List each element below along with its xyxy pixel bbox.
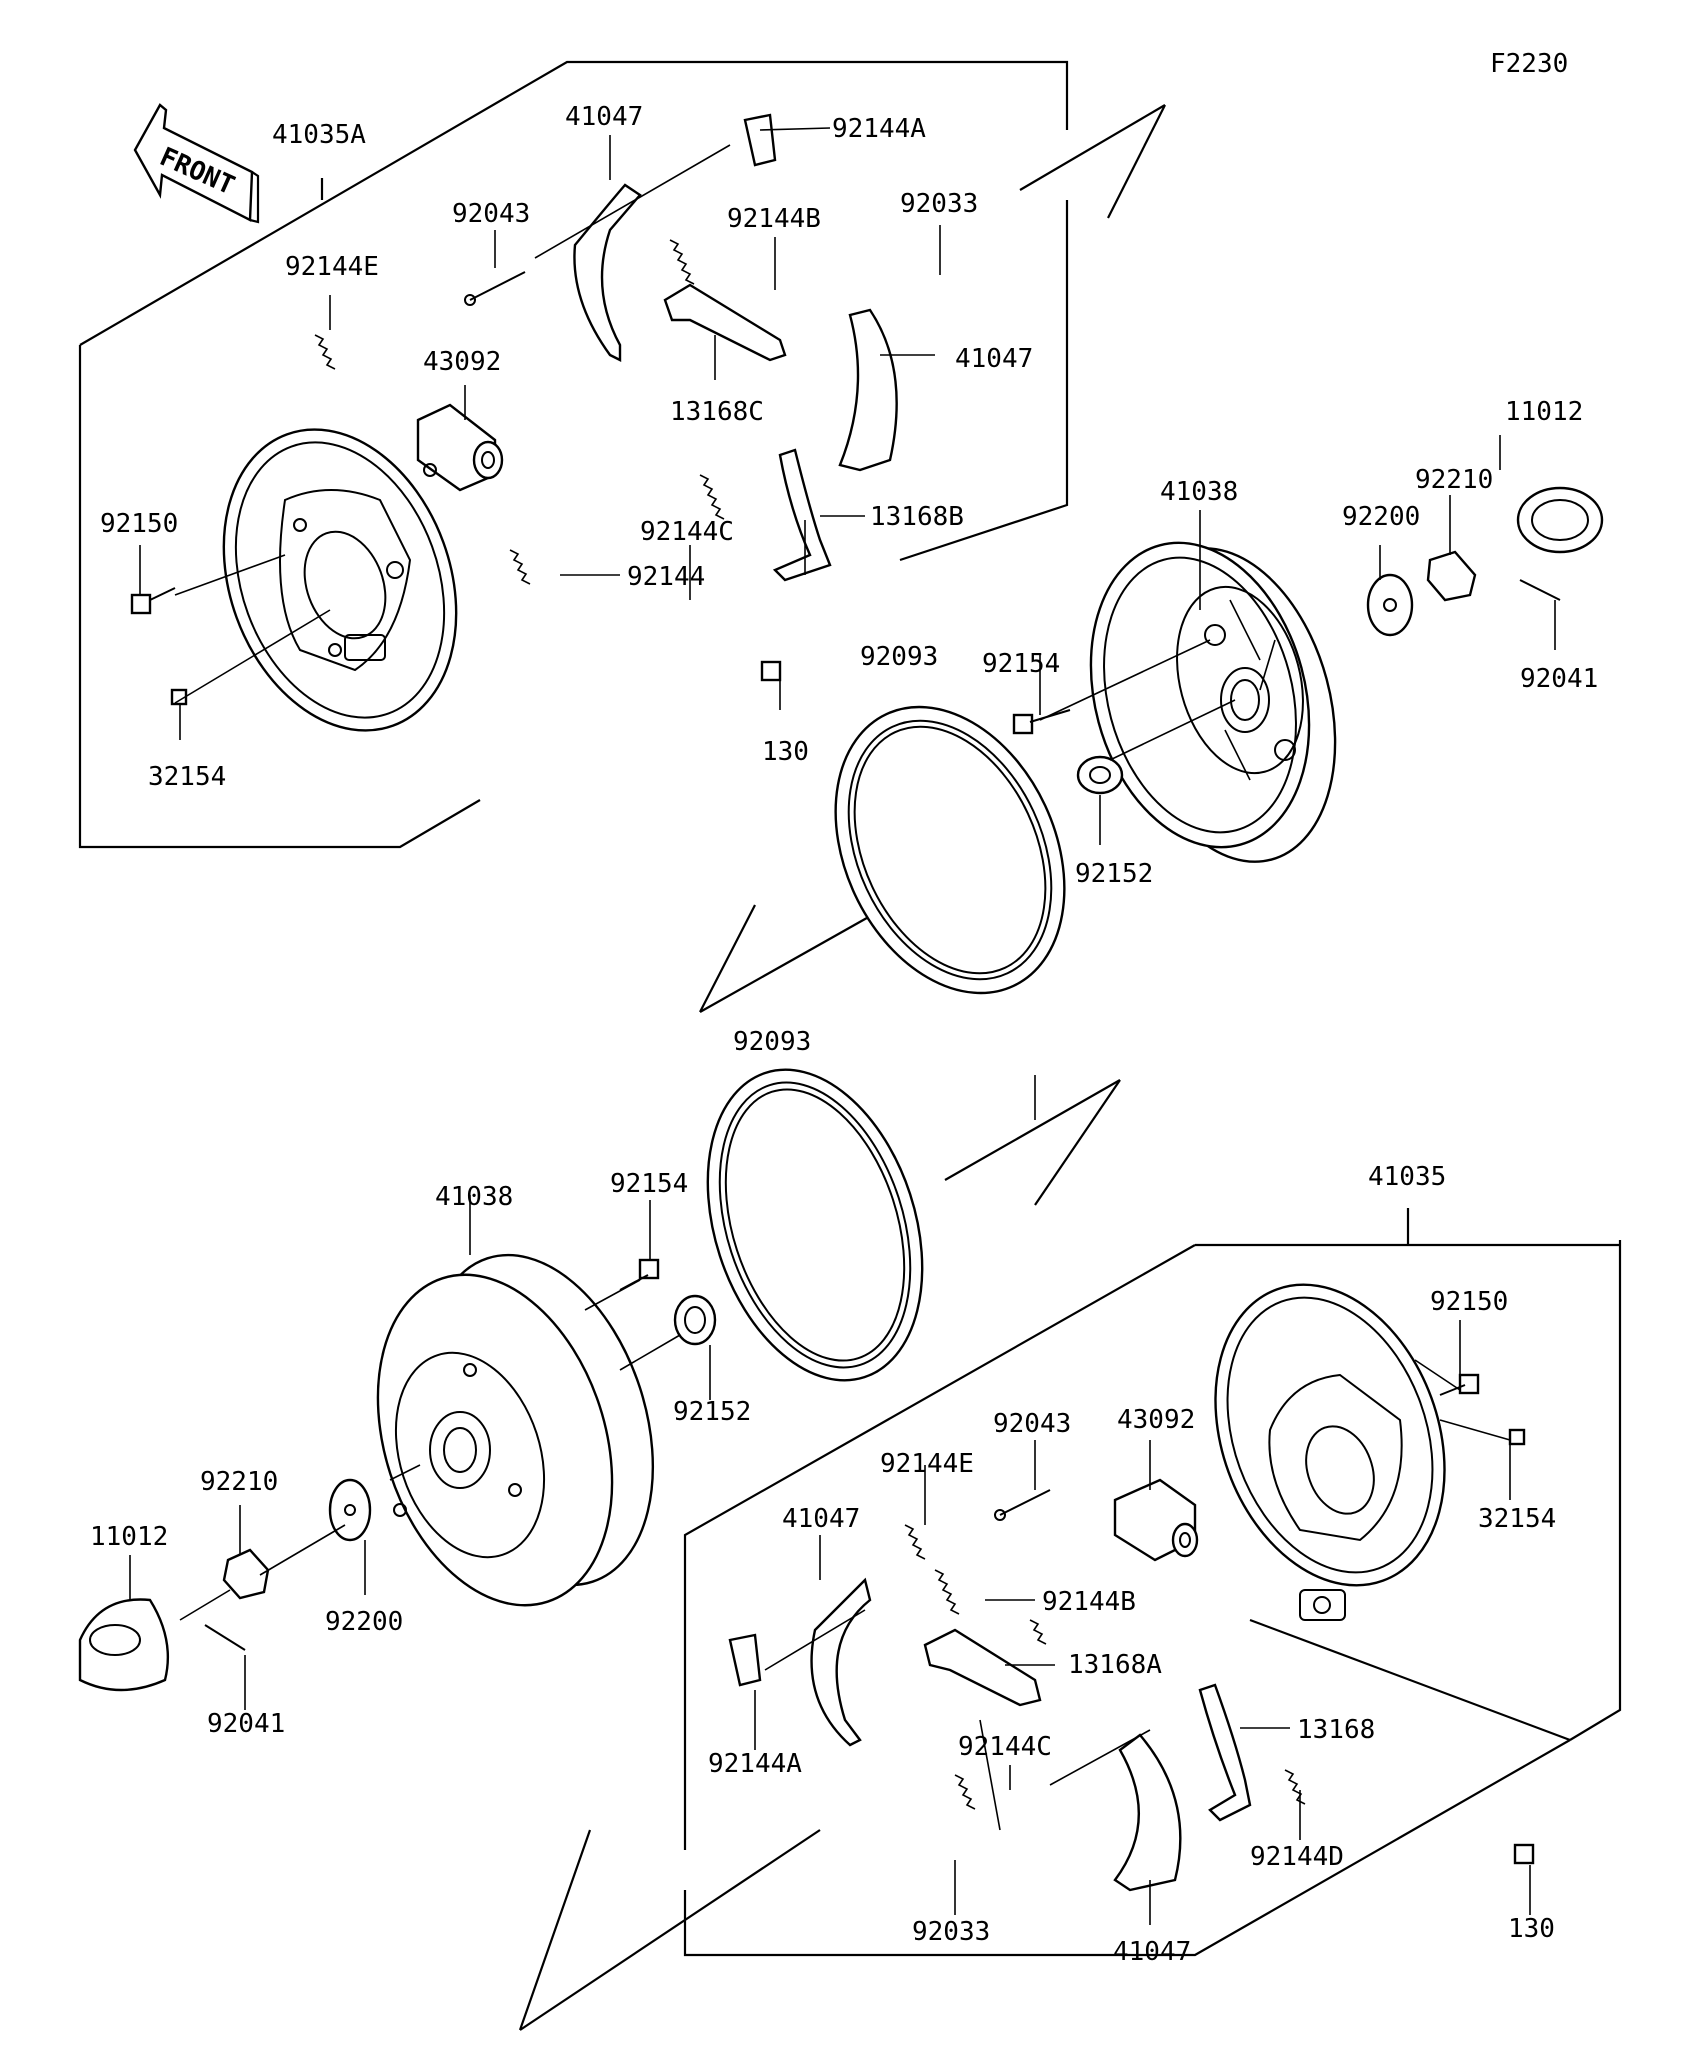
- strut-top: [772, 448, 832, 582]
- label-92154-top: 92154: [982, 649, 1060, 679]
- hub-parts-bottom: [78, 1294, 717, 1692]
- label-130-top: 130: [762, 737, 809, 767]
- label-92152-bottom: 92152: [673, 1397, 751, 1427]
- label-92043-bottom: 92043: [993, 1409, 1071, 1439]
- label-92144B-bottom: 92144B: [1042, 1587, 1136, 1617]
- label-92093-top: 92093: [860, 642, 938, 672]
- springs-bottom: [904, 1524, 1306, 1810]
- label-92144B-top: 92144B: [727, 204, 821, 234]
- label-92144C-bottom: 92144C: [958, 1732, 1052, 1762]
- hub-parts-top: [1076, 486, 1604, 795]
- label-41038-top: 41038: [1160, 477, 1238, 507]
- label-13168B: 13168B: [870, 502, 964, 532]
- label-41035A: 41035A: [272, 120, 366, 150]
- leader-lines: [129, 127, 1556, 1925]
- label-41047-top-2: 41047: [955, 344, 1033, 374]
- label-13168C: 13168C: [670, 397, 764, 427]
- label-92144A-top: 92144A: [832, 114, 926, 144]
- brake-drum-top: [1089, 541, 1337, 863]
- pin-top: [464, 271, 526, 306]
- pin-bottom: [994, 1489, 1051, 1521]
- part-labels: 41035A 41047 92144A 92043 92144B 92033 9…: [90, 102, 1598, 1967]
- label-92033-bottom: 92033: [912, 1917, 990, 1947]
- label-92043-top: 92043: [452, 199, 530, 229]
- label-41035: 41035: [1368, 1162, 1446, 1192]
- label-32154-bottom: 32154: [1478, 1504, 1556, 1534]
- adjuster-lever-top: [663, 283, 787, 362]
- label-13168: 13168: [1297, 1715, 1375, 1745]
- backing-plate-bottom: [1214, 1283, 1446, 1621]
- label-92093-bottom: 92093: [733, 1027, 811, 1057]
- front-arrow-icon: FRONT: [133, 103, 260, 224]
- label-92200-bottom: 92200: [325, 1607, 403, 1637]
- label-41047-top: 41047: [565, 102, 643, 132]
- clip-bottom: [728, 1633, 762, 1687]
- backing-plate-top: [222, 428, 458, 732]
- wheel-cylinder-top: [416, 403, 504, 492]
- label-92041-top: 92041: [1520, 664, 1598, 694]
- label-43092-top: 43092: [423, 347, 501, 377]
- label-92041-bottom: 92041: [207, 1709, 285, 1739]
- label-92144A-bottom: 92144A: [708, 1749, 802, 1779]
- label-92150-bottom: 92150: [1430, 1287, 1508, 1317]
- bolts-bottom: [619, 1258, 1535, 1865]
- label-130-bottom: 130: [1508, 1914, 1555, 1944]
- label-41047-bottom-2: 41047: [1113, 1937, 1191, 1967]
- label-92144E-top: 92144E: [285, 252, 379, 282]
- label-41047-bottom: 41047: [782, 1504, 860, 1534]
- label-92144D: 92144D: [1250, 1842, 1344, 1872]
- label-92210-bottom: 92210: [200, 1467, 278, 1497]
- brake-shoe-bottom-1: [810, 1577, 872, 1747]
- wheel-cylinder-bottom: [1113, 1478, 1199, 1562]
- springs-top: [314, 239, 725, 585]
- seal-ring-top: [834, 705, 1066, 995]
- brake-shoe-top-1: [573, 183, 642, 362]
- label-11012-bottom: 11012: [90, 1522, 168, 1552]
- adjuster-lever-bottom: [923, 1628, 1042, 1707]
- strut-bottom: [1198, 1683, 1252, 1822]
- label-32154-top: 32154: [148, 762, 226, 792]
- label-92033-top: 92033: [900, 189, 978, 219]
- label-41038-bottom: 41038: [435, 1182, 513, 1212]
- label-92150-top: 92150: [100, 509, 178, 539]
- brake-shoe-bottom-2: [1113, 1733, 1182, 1892]
- label-43092-bottom: 43092: [1117, 1405, 1195, 1435]
- label-13168A: 13168A: [1068, 1650, 1162, 1680]
- clip-top: [743, 113, 777, 167]
- brake-drum-bottom: [376, 1253, 655, 1607]
- label-11012-top: 11012: [1505, 397, 1583, 427]
- label-92154-bottom: 92154: [610, 1169, 688, 1199]
- label-92200-top: 92200: [1342, 502, 1420, 532]
- seal-ring-bottom: [706, 1068, 924, 1382]
- label-92210-top: 92210: [1415, 465, 1493, 495]
- label-92152-top: 92152: [1075, 859, 1153, 889]
- assembly-outline-bottom: [518, 1079, 1622, 2031]
- label-92144E-bottom: 92144E: [880, 1449, 974, 1479]
- label-92144C-top: 92144C: [640, 517, 734, 547]
- label-92144-top: 92144: [627, 562, 705, 592]
- brake-shoe-top-2: [838, 308, 898, 472]
- diagram-code: F2230: [1490, 49, 1568, 79]
